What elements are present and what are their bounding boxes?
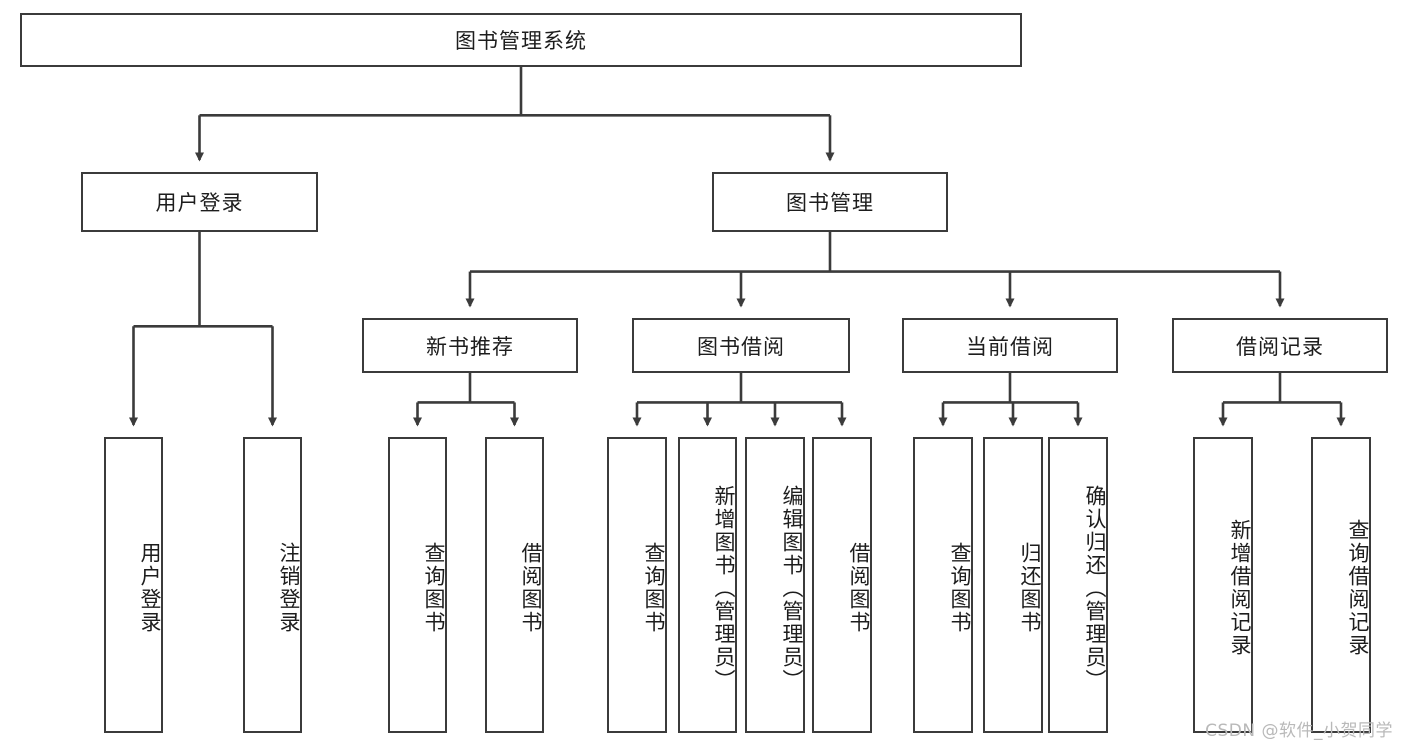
node-label: 编辑图书（管理员） (780, 484, 804, 692)
node-label: 查询图书 (948, 542, 972, 634)
node-label: 借阅图书 (519, 542, 543, 634)
node-new-book-recommend[interactable]: 新书推荐 (362, 318, 578, 373)
node-current-borrow[interactable]: 当前借阅 (902, 318, 1118, 373)
node-label: 用户登录 (138, 542, 162, 634)
node-label: 查询借阅记录 (1346, 519, 1370, 657)
node-borrow-records[interactable]: 借阅记录 (1172, 318, 1388, 373)
node-label: 新书推荐 (426, 334, 514, 359)
node-label: 图书借阅 (697, 334, 785, 359)
node-label: 查询图书 (422, 542, 446, 634)
leaf-borrow-book[interactable]: 借阅图书 (812, 437, 872, 733)
node-root[interactable]: 图书管理系统 (20, 13, 1022, 67)
leaf-logout[interactable]: 注销登录 (243, 437, 302, 733)
leaf-query-book-current[interactable]: 查询图书 (913, 437, 973, 733)
node-label: 归还图书 (1018, 542, 1042, 634)
leaf-return-book[interactable]: 归还图书 (983, 437, 1043, 733)
leaf-edit-book-admin[interactable]: 编辑图书（管理员） (745, 437, 805, 733)
node-book-borrow[interactable]: 图书借阅 (632, 318, 850, 373)
leaf-user-login[interactable]: 用户登录 (104, 437, 163, 733)
node-label: 图书管理 (786, 191, 874, 215)
node-book-management[interactable]: 图书管理 (712, 172, 948, 232)
node-user-login[interactable]: 用户登录 (81, 172, 318, 232)
leaf-add-book-admin[interactable]: 新增图书（管理员） (678, 437, 737, 733)
node-label: 确认归还（管理员） (1083, 484, 1107, 692)
leaf-add-borrow-record[interactable]: 新增借阅记录 (1193, 437, 1253, 733)
leaf-query-borrow-record[interactable]: 查询借阅记录 (1311, 437, 1371, 733)
leaf-confirm-return-admin[interactable]: 确认归还（管理员） (1048, 437, 1108, 733)
node-label: 借阅图书 (847, 542, 871, 634)
node-label: 注销登录 (277, 542, 301, 634)
node-label: 当前借阅 (966, 334, 1054, 359)
node-label: 用户登录 (155, 191, 244, 215)
node-label: 新增借阅记录 (1228, 519, 1252, 657)
leaf-borrow-book-new[interactable]: 借阅图书 (485, 437, 544, 733)
leaf-query-book-borrow[interactable]: 查询图书 (607, 437, 667, 733)
node-label: 查询图书 (642, 542, 666, 634)
leaf-query-book-new[interactable]: 查询图书 (388, 437, 447, 733)
node-label: 借阅记录 (1236, 334, 1324, 359)
node-label: 新增图书（管理员） (712, 484, 736, 692)
node-label: 图书管理系统 (455, 29, 587, 53)
